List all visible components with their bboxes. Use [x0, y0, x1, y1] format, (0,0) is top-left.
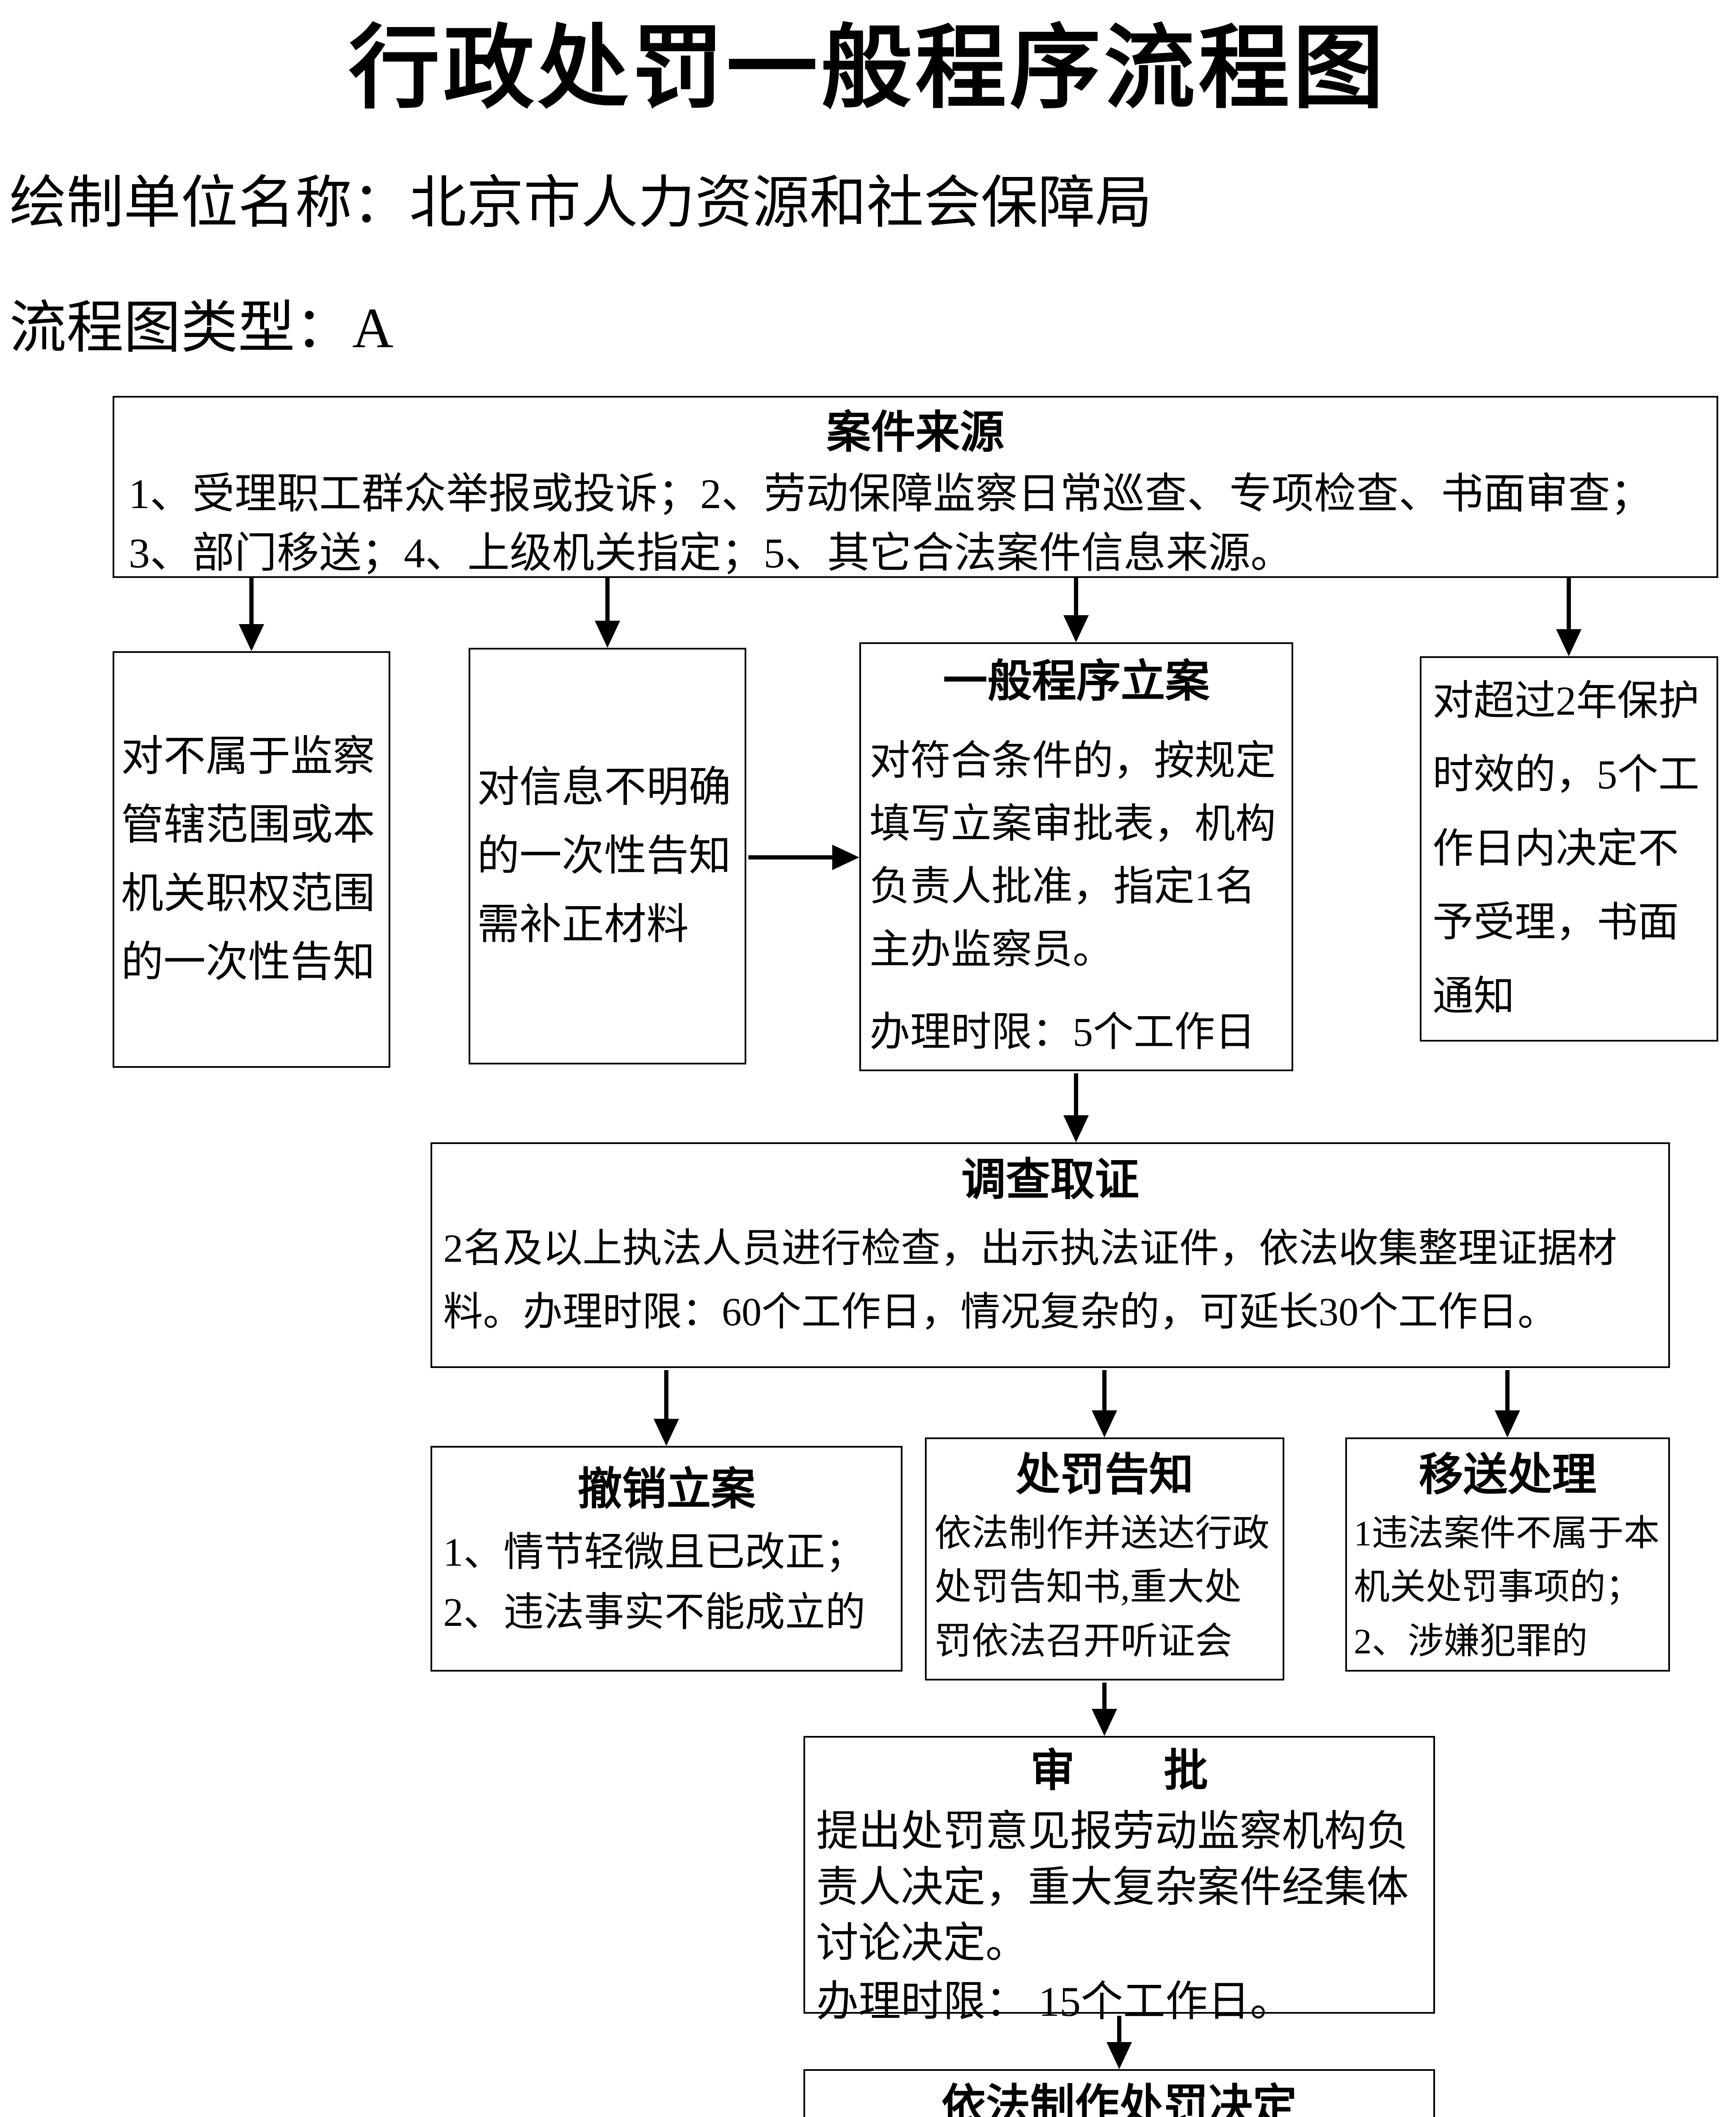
node-penalty-notice-body: 依法制作并送达行政处罚告知书,重大处罚依法召开听证会	[934, 1513, 1270, 1662]
node-investigation: 调查取证 2名及以上执法人员进行检查，出示执法证件，依法收集整理证据材料。办理时…	[431, 1142, 1670, 1368]
node-overdue-rejection-body: 对超过2年保护时效的，5个工作日内决定不予受理，书面通知	[1432, 678, 1700, 1019]
node-transfer-line1: 1违法案件不属于本机关处罚事项的；	[1354, 1513, 1660, 1608]
node-penalty-notice: 处罚告知 依法制作并送达行政处罚告知书,重大处罚依法召开听证会	[925, 1437, 1284, 1680]
node-revoke-filing-body: 1、情节轻微且已改正； 2、违法事实不能成立的	[432, 1520, 901, 1643]
node-approval-title: 审 批	[1030, 1746, 1208, 1796]
node-case-source-body: 1、受理职工群众举报或投诉；2、劳动保障监察日常巡查、专项检查、书面审查；3、部…	[129, 470, 1653, 577]
node-penalty-decision: 依法制作处罚决定 7日内送达	[803, 2069, 1435, 2117]
node-investigation-body: 2名及以上执法人员进行检查，出示执法证件，依法收集整理证据材料。办理时限：60个…	[443, 1226, 1617, 1335]
node-filing: 一般程序立案 对符合条件的，按规定填写立案审批表，机构负责人批准，指定1名主办监…	[859, 642, 1293, 1071]
node-approval: 审 批 提出处罚意见报劳动监察机构负责人决定，重大复杂案件经集体讨论决定。 办理…	[803, 1736, 1435, 2025]
node-penalty-notice-title: 处罚告知	[1016, 1450, 1194, 1500]
page-title: 行政处罚一般程序流程图	[349, 18, 1387, 119]
node-approval-time-limit: 办理时限： 15个工作日。	[816, 1978, 1292, 2025]
node-transfer: 移送处理 1违法案件不属于本机关处罚事项的； 2、涉嫌犯罪的	[1345, 1437, 1670, 1672]
node-filing-time-limit: 办理时限：5个工作日	[869, 1009, 1256, 1055]
node-notify-out-of-scope-body: 对不属于监察管辖范围或本机关职权范围的一次性告知	[121, 733, 375, 986]
node-case-source: 案件来源 1、受理职工群众举报或投诉；2、劳动保障监察日常巡查、专项检查、书面审…	[113, 396, 1718, 578]
node-revoke-filing-title: 撤销立案	[577, 1465, 756, 1514]
node-penalty-decision-title: 依法制作处罚决定	[941, 2081, 1297, 2117]
node-case-source-title: 案件来源	[826, 408, 1005, 457]
node-overdue-rejection: 对超过2年保护时效的，5个工作日内决定不予受理，书面通知	[1420, 656, 1718, 1042]
node-notify-out-of-scope: 对不属于监察管辖范围或本机关职权范围的一次性告知	[113, 651, 390, 1068]
node-revoke-filing-line1: 1、情节轻微且已改正；	[443, 1529, 866, 1575]
node-approval-body: 提出处罚意见报劳动监察机构负责人决定，重大复杂案件经集体讨论决定。	[816, 1807, 1409, 1967]
node-revoke-filing-line2: 2、违法事实不能成立的	[443, 1590, 866, 1635]
node-transfer-body: 1违法案件不属于本机关处罚事项的； 2、涉嫌犯罪的	[1347, 1505, 1668, 1669]
node-investigation-title: 调查取证	[961, 1155, 1139, 1205]
node-transfer-title: 移送处理	[1419, 1450, 1597, 1500]
node-filing-body: 对符合条件的，按规定填写立案审批表，机构负责人批准，指定1名主办监察员。	[869, 738, 1276, 973]
author-line: 绘制单位名称：北京市人力资源和社会保障局	[9, 172, 1152, 235]
node-transfer-line2: 2、涉嫌犯罪的	[1354, 1621, 1588, 1661]
flowchart-type-line: 流程图类型：A	[9, 297, 394, 360]
node-filing-title: 一般程序立案	[943, 657, 1210, 706]
node-notify-unclear-info: 对信息不明确的一次性告知需补正材料	[469, 648, 746, 1064]
node-revoke-filing: 撤销立案 1、情节轻微且已改正； 2、违法事实不能成立的	[431, 1446, 902, 1672]
node-notify-unclear-info-body: 对信息不明确的一次性告知需补正材料	[477, 764, 731, 948]
